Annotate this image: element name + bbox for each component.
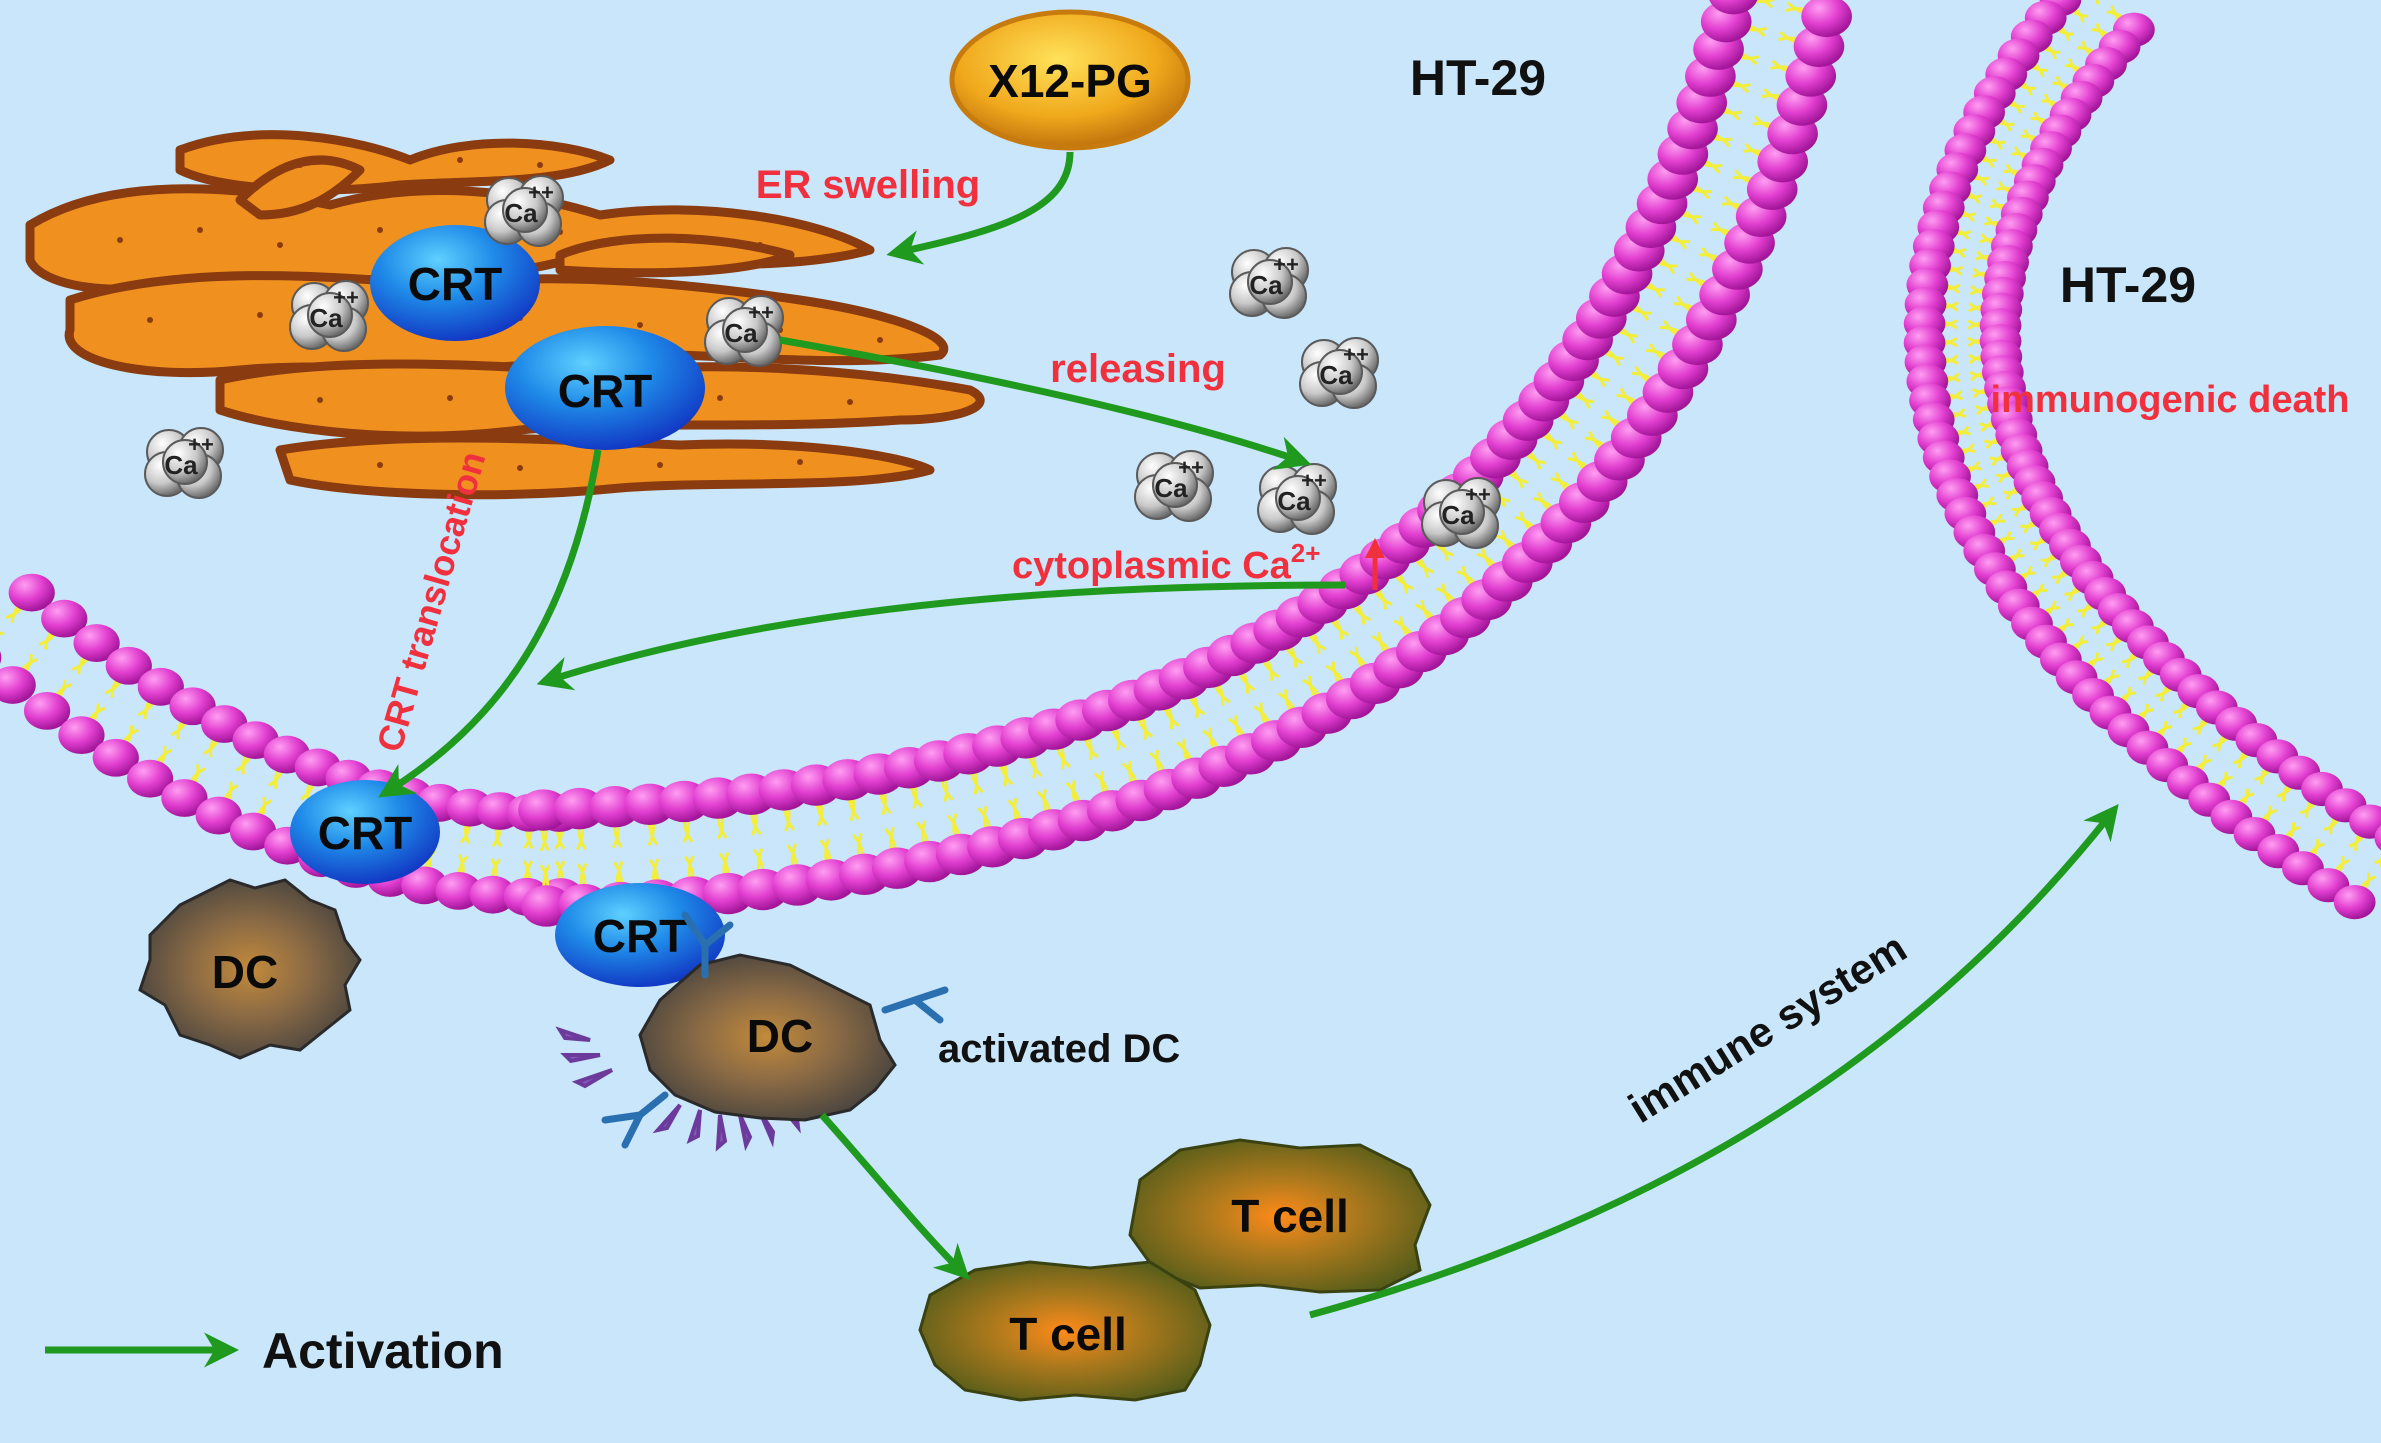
crt-label: CRT [558,365,653,417]
membrane-cell-right [1903,0,2381,920]
dc-label: DC [747,1010,813,1062]
crt-protein-surface: CRT [555,883,725,987]
ht29-label-top: HT-29 [1410,50,1546,106]
arrow-ca-to-membrane [536,581,1346,691]
arrow-releasing [779,336,1312,470]
legend-activation-label: Activation [262,1323,504,1379]
calcium-ion-label: Ca [309,303,343,333]
cytoplasmic-ca-label: cytoplasmic Ca2+ [1012,538,1320,587]
calcium-ion-label: Ca [1249,270,1283,300]
calcium-ion-label: Ca [1154,473,1188,503]
calcium-ion-icon: Ca++ [484,175,564,247]
calcium-ion-label: Ca [1319,360,1353,390]
calcium-ion-icon: Ca++ [1299,337,1379,409]
t-cell-label: T cell [1009,1308,1127,1360]
dendritic-cell-resting: DC [138,878,362,1060]
calcium-charge-label: ++ [1343,342,1369,367]
crt-label: CRT [593,910,688,962]
crt-protein-er-upper: CRT [370,225,540,341]
calcium-charge-label: ++ [1465,482,1491,507]
releasing-label: releasing [1050,347,1226,391]
t-cell-label: T cell [1231,1190,1349,1242]
x12pg-label: X12-PG [988,55,1152,107]
er-swelling-label: ER swelling [756,163,981,207]
t-cell-upper: T cell [1128,1138,1432,1294]
arrow-dc-to-tcell [819,1112,970,1280]
crt-label: CRT [408,258,503,310]
calcium-charge-label: ++ [748,300,774,325]
activated-dc-label: activated DC [938,1027,1180,1071]
calcium-charge-label: ++ [528,180,554,205]
calcium-charge-label: ++ [1178,455,1204,480]
calcium-ion-icon: Ca++ [1421,477,1501,549]
crt-label: CRT [318,807,413,859]
calcium-charge-label: ++ [333,285,359,310]
dendritic-cell-activated: DC [555,911,949,1152]
calcium-ion-label: Ca [1441,500,1475,530]
t-cell-lower: T cell [918,1260,1212,1402]
calcium-charge-label: ++ [188,432,214,457]
dc-label: DC [212,946,278,998]
calcium-ion-icon: Ca++ [1229,247,1309,319]
membrane-cell-left-arc [518,0,1852,927]
cell-membranes [0,0,2381,927]
calcium-ions: Ca++Ca++Ca++Ca++Ca++Ca++Ca++Ca++Ca++ [144,175,1501,549]
calcium-ion-label: Ca [724,318,758,348]
calcium-charge-label: ++ [1301,468,1327,493]
x12pg-compound: X12-PG [949,9,1191,151]
immunogenic-death-label: immunogenic death [1991,379,2350,421]
calcium-ion-label: Ca [504,198,538,228]
crt-protein-er-lower: CRT [505,326,705,450]
arrow-x12pg-to-er [886,151,1074,265]
arrow-immune-system [1309,804,2119,1319]
crt-protein-membrane: CRT [290,780,440,884]
calcium-ion-icon: Ca++ [144,427,224,499]
calcium-ion-icon: Ca++ [704,295,784,367]
activation-arrows [45,151,2119,1368]
calcium-ion-label: Ca [164,450,198,480]
calcium-ion-icon: Ca++ [1257,463,1337,535]
calcium-ion-label: Ca [1277,486,1311,516]
calcium-ion-icon: Ca++ [289,280,369,352]
calcium-charge-label: ++ [1273,252,1299,277]
arrow-crt-translocation [378,449,602,798]
ht29-label-right: HT-29 [2060,257,2196,313]
calcium-ion-icon: Ca++ [1134,450,1214,522]
